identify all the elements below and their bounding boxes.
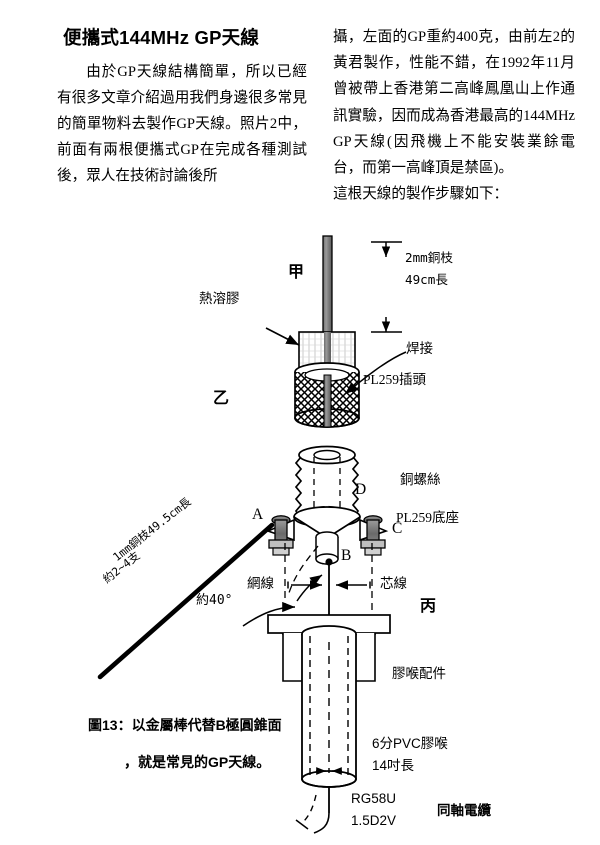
braid-label: 網線	[247, 576, 274, 591]
diagram-svg	[97, 235, 407, 834]
coax-name-label: 同軸電纜	[437, 803, 491, 818]
marker-c: C	[392, 520, 403, 537]
right-column-paragraph-2: 這根天線的製作步驟如下：	[333, 186, 509, 203]
article-text: 便攜式144MHz GP天線 由於GP天線結構簡單，所以已經有很多文章介紹過用我…	[0, 24, 600, 234]
right-column: 攝，左面的GP重約400克，由前左2的黃君製作，性能不錯，在1992年11月曾被…	[333, 24, 575, 207]
marker-b: B	[341, 547, 352, 564]
core-label: 芯線	[380, 576, 407, 591]
pvc-pipe-label-line2: 14吋長	[372, 758, 415, 773]
figure-caption-line2: ，就是常見的GP天線。	[124, 754, 271, 770]
left-column-paragraph: 由於GP天線結構簡單，所以已經有很多文章介紹過用我們身邊很多常見的簡單物料去製作…	[57, 64, 307, 184]
pvc-pipe-label-line1: 6分PVC膠喉	[372, 736, 448, 751]
marker-d: D	[355, 481, 367, 498]
right-column-paragraph-1: 攝，左面的GP重約400克，由前左2的黃君製作，性能不錯，在1992年11月曾被…	[333, 29, 575, 177]
antenna-construction-diagram: 甲 乙 丙 A B C D 2mm銅枝 49cm長 熱溶膠 焊接 PL259插頭…	[0, 228, 600, 845]
copper-rod-spec-line1: 2mm銅枝	[405, 250, 453, 265]
angle-label: 約40°	[196, 593, 233, 608]
coax-label-line2: 1.5D2V	[351, 813, 397, 828]
copper-rod-spec-line2: 49cm長	[405, 272, 448, 287]
solder-label: 焊接	[406, 341, 433, 356]
marker-yi: 乙	[213, 390, 230, 407]
coax-label-line1: RG58U	[351, 791, 397, 806]
rubber-fitting-label: 膠喉配件	[392, 666, 446, 681]
marker-jia: 甲	[288, 264, 305, 281]
pl259-plug-label: PL259插頭	[363, 372, 427, 387]
page-title: 便攜式144MHz GP天線	[63, 27, 260, 48]
marker-a: A	[252, 506, 264, 523]
pl259-base-label: PL259底座	[396, 510, 460, 525]
hot-glue-label: 熱溶膠	[199, 291, 240, 306]
figure-caption-line1: 圖13：以金屬棒代替B極圓錐面	[88, 717, 282, 733]
left-column: 便攜式144MHz GP天線 由於GP天線結構簡單，所以已經有很多文章介紹過用我…	[57, 24, 307, 189]
marker-bing: 丙	[420, 598, 437, 615]
copper-screw-label: 銅螺絲	[400, 472, 441, 487]
